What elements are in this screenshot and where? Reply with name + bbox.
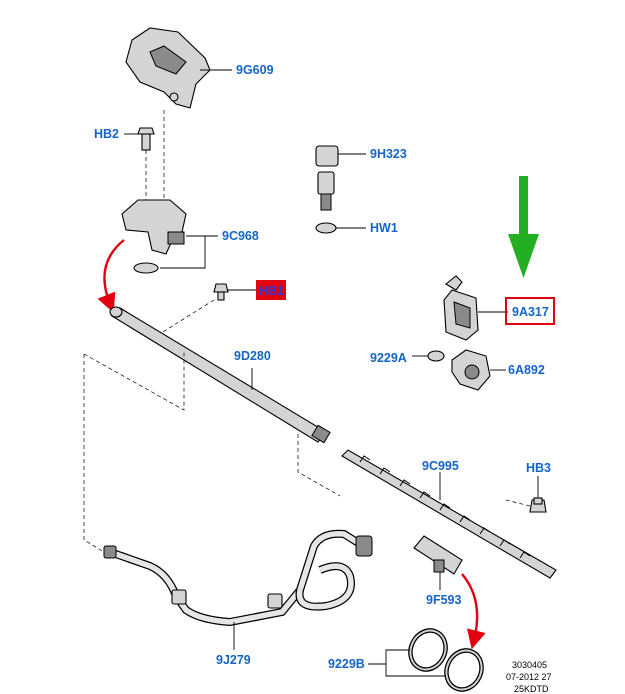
label-9229B: 9229B [328,657,365,671]
part-9C995-gasket [341,449,557,579]
part-HB2-bolt [124,127,155,151]
part-HB1-bolt [213,283,256,301]
part-9D280-fuel-rail [109,306,331,444]
part-9A317-clip [443,275,508,341]
label-6A892: 6A892 [508,363,545,377]
part-injector-body [315,171,366,234]
highlight-box-9A317 [505,297,555,325]
label-HB2: HB2 [94,127,119,141]
label-9D280: 9D280 [234,349,271,363]
part-9F593-fitting [413,535,463,590]
label-9J279: 9J279 [216,653,251,667]
label-9C995: 9C995 [422,459,459,473]
label-HB3: HB3 [526,461,551,475]
red-arrow-left [97,239,125,313]
part-9229A-oring [412,350,445,362]
part-HB3-bolt [505,476,547,513]
highlight-box-HB1 [256,280,286,300]
label-9C968: 9C968 [222,229,259,243]
label-9229A: 9229A [370,351,407,365]
label-9H323: 9H323 [370,147,407,161]
part-6A892-connector [451,349,506,391]
label-9F593: 9F593 [426,593,461,607]
part-9J279-hose [103,529,373,650]
guide-line [297,434,341,497]
label-9A317: 9A317 [512,305,549,319]
green-arrow [508,176,539,278]
part-9C968-sensor [121,199,218,274]
guide-line [83,352,185,411]
part-9G609-cover [125,27,232,109]
guide-line [149,299,215,341]
reference-number: 3030405 [512,660,547,670]
reference-code: 25KDTD [514,684,549,694]
red-arrow-right [461,573,486,650]
part-9229B-orings [368,628,484,692]
reference-date: 07-2012 27 [506,672,552,682]
part-9H323-cap [315,145,366,167]
label-HW1: HW1 [370,221,398,235]
guide-line [83,354,105,553]
label-HB1: HB1 [259,284,284,298]
label-9G609: 9G609 [236,63,274,77]
